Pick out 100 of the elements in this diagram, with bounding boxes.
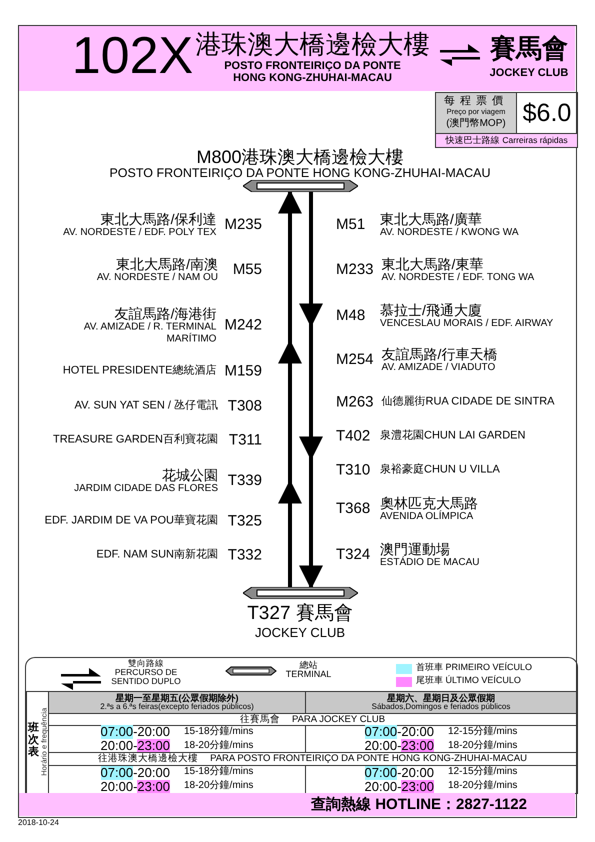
stop-code: M55 bbox=[232, 262, 262, 278]
stop-code: T308 bbox=[226, 398, 262, 414]
route-number: 102X bbox=[70, 28, 194, 86]
stop-code: T325 bbox=[226, 512, 262, 530]
frequency-text: 18-20分鐘/mins bbox=[184, 740, 254, 752]
route-type-text: 快速巴士路線 bbox=[445, 136, 500, 146]
time-text: 20:00- bbox=[100, 780, 138, 794]
destination-name: POSTO FRONTEIRIÇO DA PONTE HONG KONG-ZHUHAI-MACAU bbox=[223, 60, 402, 84]
date-text: 2018-10-24 bbox=[18, 819, 60, 828]
terminal-name: JOCKEY CLUB bbox=[254, 626, 346, 640]
legend-text: 雙向路線 PERCURSO DE SENTIDO DUPLO bbox=[110, 659, 182, 686]
stop-name: AV. SUN YAT SEN / 氹仔電訊 bbox=[74, 400, 218, 412]
hotline-text: 查詢熱線 HOTLINE：2827-1122 bbox=[310, 797, 528, 814]
terminal-name: T327 賽馬會 bbox=[246, 604, 354, 625]
fare-label: (澳門幣MOP) bbox=[445, 118, 507, 129]
first-departure-time: 07:00 bbox=[100, 766, 134, 780]
direction-text: PARA POSTO FRONTEIRIÇO DA PONTE HONG KONG-ZHUHAI-MACAU bbox=[210, 754, 527, 764]
stop-name: AV. NORDESTE / KWONG WA bbox=[380, 227, 519, 239]
stop-name: AV. NORDESTE / EDF. TONG WA bbox=[382, 272, 534, 284]
terminal-bar bbox=[243, 180, 358, 192]
stop-name: AV. AMIZADE / VIADUTO bbox=[382, 362, 496, 374]
header-text: Sábados,Domingos e feriados públicos bbox=[372, 703, 510, 712]
frequency-text: 15-18分鐘/mins bbox=[184, 726, 254, 738]
route-arrow bbox=[278, 192, 302, 587]
terminal-bar bbox=[243, 587, 358, 599]
time-text: -20:00 bbox=[133, 725, 170, 739]
stop-name: AV. AMIZADE / R. TERMINAL MARÍTIMO bbox=[82, 322, 216, 345]
stop-name: ESTÁDIO DE MACAU bbox=[380, 557, 480, 569]
legend-text: 首班車 PRIMEIRO VEÍCULO bbox=[416, 663, 534, 672]
stop-name: 東北大馬路/廣華 bbox=[380, 211, 482, 228]
destination-name: 賽馬會 bbox=[489, 34, 569, 63]
first-departure-time: 07:00 bbox=[100, 725, 134, 739]
stop-code: T339 bbox=[226, 472, 262, 490]
frequency-text: 12-15分鐘/mins bbox=[448, 726, 518, 738]
stop-code: M233 bbox=[336, 262, 374, 278]
legend-text: 尾班車 ÚLTIMO VEÍCULO bbox=[416, 676, 522, 686]
stop-name: TREASURE GARDEN百利寶花園 bbox=[52, 434, 218, 446]
stop-name: 友誼馬路/行車天橋 bbox=[382, 346, 498, 362]
last-departure-time: 23:00 bbox=[401, 780, 434, 794]
side-header-text: 班次表 bbox=[28, 722, 39, 758]
stop-name: 友誼馬路/海港街 bbox=[114, 305, 216, 322]
stop-name: 泉澧花園CHUN LAI GARDEN bbox=[380, 430, 526, 442]
stop-code: T324 bbox=[336, 546, 372, 564]
frequency-text: 12-15分鐘/mins bbox=[448, 767, 518, 778]
route-type-text: Carreiras rápidas bbox=[502, 136, 568, 145]
stop-name: HOTEL PRESIDENTE總統酒店 bbox=[62, 364, 216, 378]
last-departure-time: 23:00 bbox=[137, 780, 170, 794]
stop-name: 花城公園 bbox=[162, 467, 218, 484]
stop-name: 澳門運動場 bbox=[380, 541, 450, 558]
stop-name: 仙德麗街RUA CIDADE DE SINTRA bbox=[382, 396, 554, 408]
stop-code: M159 bbox=[224, 362, 262, 380]
stop-name: VENCESLAU MORAIS / EDF. AIRWAY bbox=[380, 318, 554, 330]
stop-name: 東北大馬路/南澳 bbox=[116, 256, 218, 272]
first-departure-time: 07:00 bbox=[364, 725, 398, 739]
frequency-text: 15-18分鐘/mins bbox=[184, 767, 254, 778]
first-departure-time: 07:00 bbox=[364, 766, 398, 780]
stop-code: M242 bbox=[224, 316, 262, 334]
direction-text: 往賽馬會 bbox=[240, 714, 280, 724]
stop-name: 奧林匹克大馬路 bbox=[380, 495, 478, 512]
stop-code: M48 bbox=[336, 308, 366, 324]
legend-text: 總站 TERMINAL bbox=[284, 661, 332, 680]
stop-code: T310 bbox=[336, 462, 372, 478]
stop-code: T368 bbox=[336, 500, 372, 518]
header-text: 星期六、星期日及公眾假期 bbox=[387, 694, 495, 703]
direction-text: PARA JOCKEY CLUB bbox=[292, 714, 386, 724]
stop-code: T332 bbox=[226, 546, 262, 564]
stop-code: M51 bbox=[336, 216, 366, 234]
frequency-text: 18-20分鐘/mins bbox=[448, 781, 518, 792]
direction-text: 往港珠澳大橋邊檢大樓 bbox=[98, 754, 198, 764]
route-arrow bbox=[299, 192, 323, 587]
stop-name: 東北大馬路/東華 bbox=[382, 256, 484, 272]
time-text: 20:00- bbox=[100, 739, 138, 753]
stop-code: T311 bbox=[228, 432, 262, 448]
terminal-name: POSTO FRONTEIRIÇO DA PONTE HONG KONG-ZHUHAI-MACAU bbox=[108, 167, 492, 181]
stop-code: M263 bbox=[336, 394, 374, 410]
stop-name: EDF. NAM SUN南新花園 bbox=[96, 548, 218, 562]
frequency-text: 18-20分鐘/mins bbox=[448, 740, 518, 752]
destination-name: 港珠澳大橋邊檢大樓 bbox=[194, 30, 430, 59]
stop-code: M254 bbox=[336, 352, 374, 368]
stop-name: 慕拉士/飛通大廈 bbox=[380, 302, 482, 318]
time-text: -20:00 bbox=[397, 766, 434, 780]
stop-name: JARDIM CIDADE DAS FLORES bbox=[74, 483, 218, 495]
destination-name: JOCKEY CLUB bbox=[488, 67, 570, 80]
stop-name: AV. NORDESTE / EDF. POLY TEX bbox=[63, 227, 216, 239]
stop-name: 泉裕豪庭CHUN U VILLA bbox=[380, 464, 500, 476]
header-text: 2.ªs a 6.ªs feiras(excepto feriados públicos) bbox=[100, 703, 254, 712]
frequency-text: 18-20分鐘/mins bbox=[184, 781, 254, 792]
fare-label: 每程票價 bbox=[443, 95, 509, 108]
stop-name: 東北大馬路/保利達 bbox=[100, 211, 216, 228]
time-text: 20:00- bbox=[364, 739, 402, 753]
stop-code: T402 bbox=[336, 428, 372, 444]
stop-name: AV. NORDESTE / NAM OU bbox=[96, 272, 218, 284]
stop-name: EDF. JARDIM DE VA POU華寶花園 bbox=[44, 514, 218, 528]
stop-code: M235 bbox=[224, 216, 262, 234]
time-text: -20:00 bbox=[397, 725, 434, 739]
header-text: 星期一至星期五(公眾假期除外) bbox=[116, 694, 238, 703]
last-departure-time: 23:00 bbox=[137, 739, 170, 753]
time-text: 20:00- bbox=[364, 780, 402, 794]
last-departure-time: 23:00 bbox=[401, 739, 434, 753]
stop-name: AVENIDA OLÍMPICA bbox=[380, 511, 474, 523]
